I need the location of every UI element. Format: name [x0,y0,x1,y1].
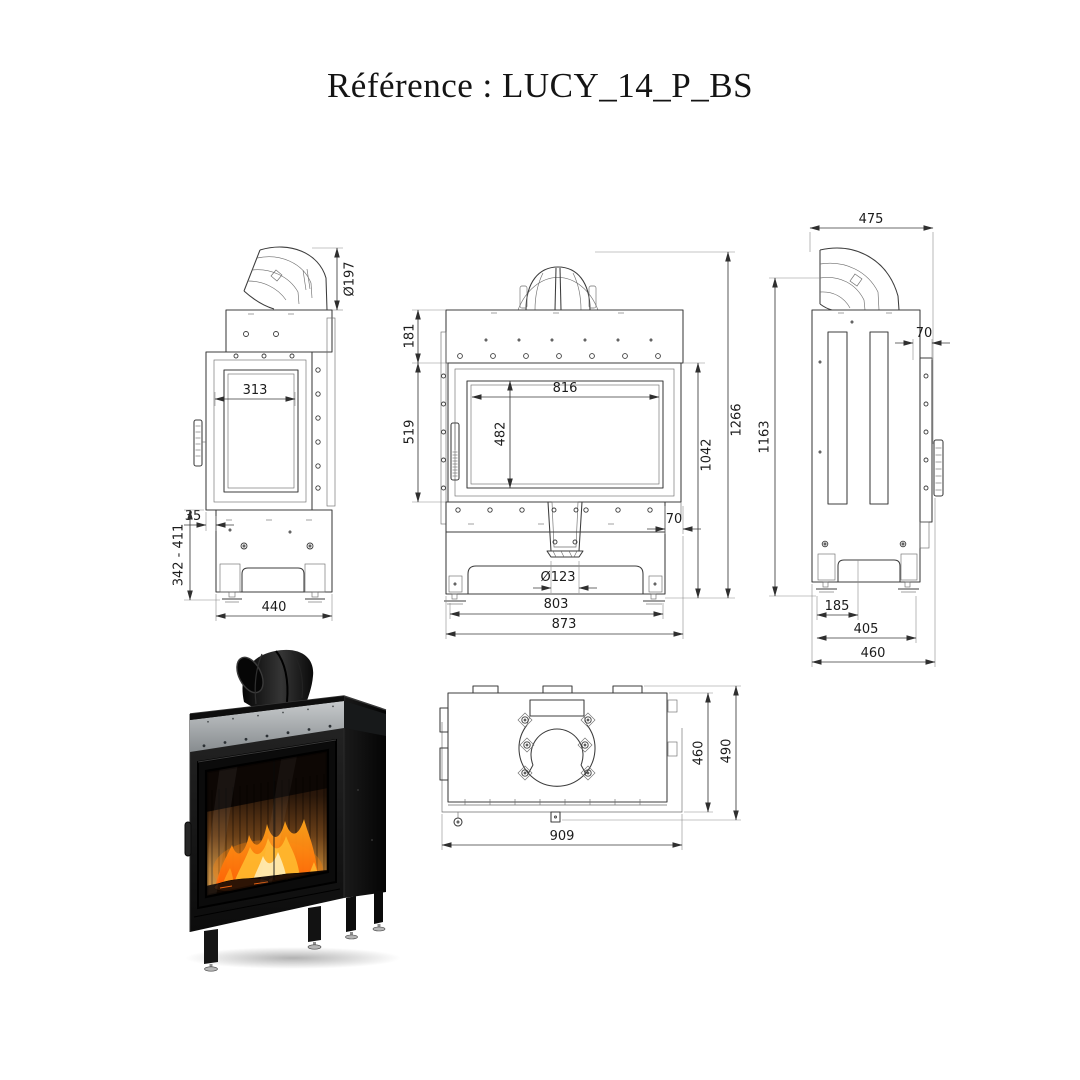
dim-side-glass-width: 313 [214,383,296,406]
back-base [816,540,919,620]
band-screws [202,724,332,748]
dim-label-back-flange-offset: 70 [916,326,933,341]
dim-label-front-top-band-height: 181 [403,324,418,349]
dim-back-total-depth: 460 [811,498,936,667]
dim-back-foot-to-center: 185 [816,596,859,620]
side-flue-elbow [243,246,328,311]
dim-side-adjustable-height: 342 - 411 [172,509,220,601]
back-body [811,309,944,583]
front-view-drawing: 816 482 181 519 [403,251,745,639]
plan-body [439,685,683,827]
dim-back-body-height: 1163 [758,277,820,597]
dim-label-back-foot-to-center: 185 [825,599,850,614]
front-flue-dome [517,266,599,311]
dim-label-back-total-depth: 460 [861,646,886,661]
dim-label-side-front-offset: 35 [185,509,202,524]
floor-shadow [185,947,401,969]
dim-front-side-offset: 70 [647,506,701,534]
adjustable-feet [204,924,386,972]
dim-plan-body-depth: 460 [669,692,713,813]
front-lower-section [444,501,666,605]
band-vents [207,705,334,723]
dim-back-feet-span: 405 [816,596,917,643]
dim-front-top-band-height: 181 [403,309,448,364]
side-view-drawing: Ø197 313 [172,246,358,621]
page-title: Référence : LUCY_14_P_BS [326,66,754,105]
dim-label-side-glass-width: 313 [243,383,268,398]
dim-front-feet-span: 803 [449,597,664,619]
dim-label-front-feet-span: 803 [544,597,569,612]
dim-label-front-glass-width: 816 [553,381,578,396]
dim-label-front-outlet-diameter: Ø123 [540,570,575,585]
dim-label-plan-total-depth: 490 [720,739,735,764]
back-view-drawing: 475 [758,212,950,667]
dim-label-front-side-offset: 70 [666,512,683,527]
front-body [440,309,684,525]
dim-label-plan-total-width: 909 [550,829,575,844]
dim-front-outlet-diameter: Ø123 [533,561,597,593]
dim-label-back-feet-span: 405 [854,622,879,637]
dim-side-depth: 440 [215,594,333,621]
dim-plan-total-depth: 490 [562,685,741,821]
plan-flue-collar [517,699,596,787]
front-handle [450,422,460,481]
dim-side-flue-diameter: Ø197 [312,247,358,311]
plan-view-drawing: 460 490 909 [439,685,741,850]
dim-label-front-body-height: 1042 [700,438,715,471]
dim-front-total-width: 873 [445,536,684,639]
dim-label-side-adjustable-height: 342 - 411 [172,524,187,587]
dim-label-front-total-height: 1266 [730,403,745,436]
dim-label-back-body-height: 1163 [758,420,773,453]
dim-label-back-top-depth: 475 [859,212,884,227]
dim-label-front-glass-height: 482 [494,422,509,447]
dim-front-total-height: 1266 [595,251,745,599]
side-base [215,509,333,603]
dim-label-side-depth: 440 [262,600,287,615]
dim-front-glass-height: 482 [494,380,513,489]
dim-label-front-door-height: 519 [403,420,418,445]
dim-front-glass-width: 816 [471,381,660,400]
side-handle [193,419,206,467]
dim-label-front-total-width: 873 [552,617,577,632]
dim-front-door-height: 519 [403,362,446,503]
body-side-face [344,696,386,898]
side-body [205,309,336,511]
back-flue-elbow [819,247,900,311]
steel-band [190,701,344,752]
dim-back-flange-offset: 70 [895,326,950,360]
dim-front-body-height: 1042 [665,362,715,599]
fireplace-legs [204,890,386,972]
door-handle-photo [184,821,192,857]
dim-label-plan-body-depth: 460 [692,741,707,766]
flue-elbow-photo [236,649,314,708]
fireplace-body-photo [184,695,387,932]
dim-label-side-flue-diameter: Ø197 [343,261,358,296]
plan-collar-bolts [517,712,596,781]
product-photo [184,649,401,972]
dim-plan-total-width: 909 [441,814,683,850]
dim-back-top-depth: 475 [809,212,934,444]
